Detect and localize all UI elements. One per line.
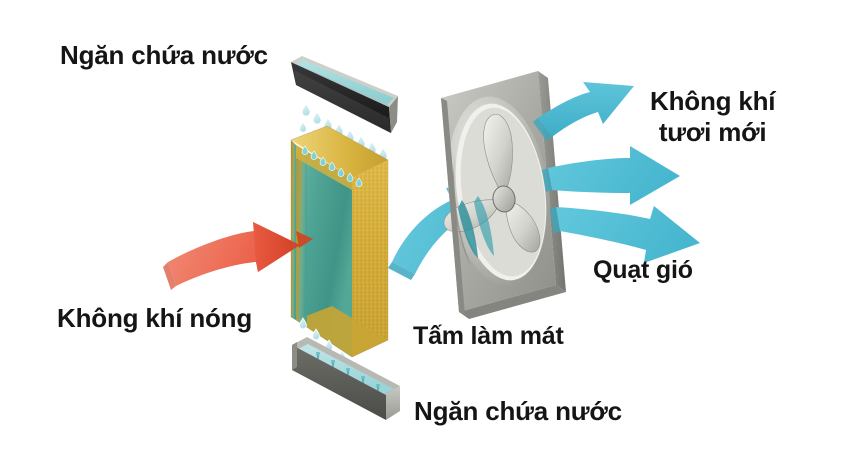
water-tank-top-water: [296, 60, 394, 104]
water-tank-top-end-cap: [389, 96, 398, 133]
water-tank-bottom-left-edge: [292, 342, 297, 370]
hot-air-arrow-head-shadow: [296, 231, 313, 248]
fresh-air-arrow-middle: [548, 146, 680, 205]
fan-blade-lower: [506, 199, 541, 253]
cooling-pad-face-top-gold: [296, 145, 352, 190]
fresh-air-arrow-upper-tail: [533, 118, 552, 141]
fan: [441, 71, 566, 319]
water-tank-bottom-end-wall: [386, 386, 400, 420]
water-tank-top: [291, 56, 398, 133]
fan-frame-left-edge: [441, 98, 465, 315]
label-hot-air: Không khí nóng: [57, 303, 253, 333]
label-fan: Quạt gió: [593, 256, 693, 284]
water-tank-bottom: [292, 337, 400, 420]
cooling-pad-front-face: [296, 145, 352, 357]
fan-blade-upper: [483, 114, 513, 197]
hot-air-arrow-head: [253, 222, 300, 272]
label-fresh-air-line1: Không khí: [650, 86, 776, 116]
cooling-pad-outline: [290, 125, 389, 358]
fresh-air-arrow-middle-tail: [542, 168, 552, 192]
label-water-tank-bottom: Ngăn chứa nước: [414, 396, 622, 426]
fresh-air-arrows: [533, 82, 700, 263]
fresh-air-arrow-upper: [538, 82, 634, 137]
pad-top-droplets: [301, 145, 363, 187]
fresh-air-arrow-lower: [556, 206, 700, 263]
cooling-pad-right-side-shade: [352, 160, 388, 357]
water-tank-bottom-front-wall: [292, 345, 386, 420]
fan-hub: [492, 185, 516, 213]
fresh-air-arrow-lower-tail: [550, 207, 560, 233]
cooling-pad-top-bevel: [291, 126, 388, 178]
water-tank-bottom-water: [298, 344, 394, 394]
label-water-tank-top: Ngăn chứa nước: [60, 40, 268, 70]
water-tank-bottom-splashes: [316, 352, 380, 394]
label-fresh-air: Không khí tươi mới: [650, 86, 775, 147]
cooled-air-arrow-through-fan: [458, 196, 494, 258]
cooling-pad: [290, 125, 389, 358]
hot-air-arrow-tail-edge: [163, 262, 176, 290]
fan-frame-bottom-thickness: [459, 285, 566, 319]
label-fresh-air-line2: tươi mới: [658, 116, 767, 147]
water-tank-top-shadow: [294, 70, 391, 133]
fan-opening-shadow: [452, 150, 471, 266]
label-cooling-pad: Tấm làm mát: [413, 322, 564, 350]
cooling-pad-bottom-bevel: [296, 306, 388, 357]
water-tank-top-inner-wall: [291, 62, 389, 107]
cooling-pad-left-edge: [291, 140, 296, 320]
water-tank-top-underside: [291, 62, 391, 133]
cooled-air-arrow-tail-edge: [388, 262, 415, 280]
